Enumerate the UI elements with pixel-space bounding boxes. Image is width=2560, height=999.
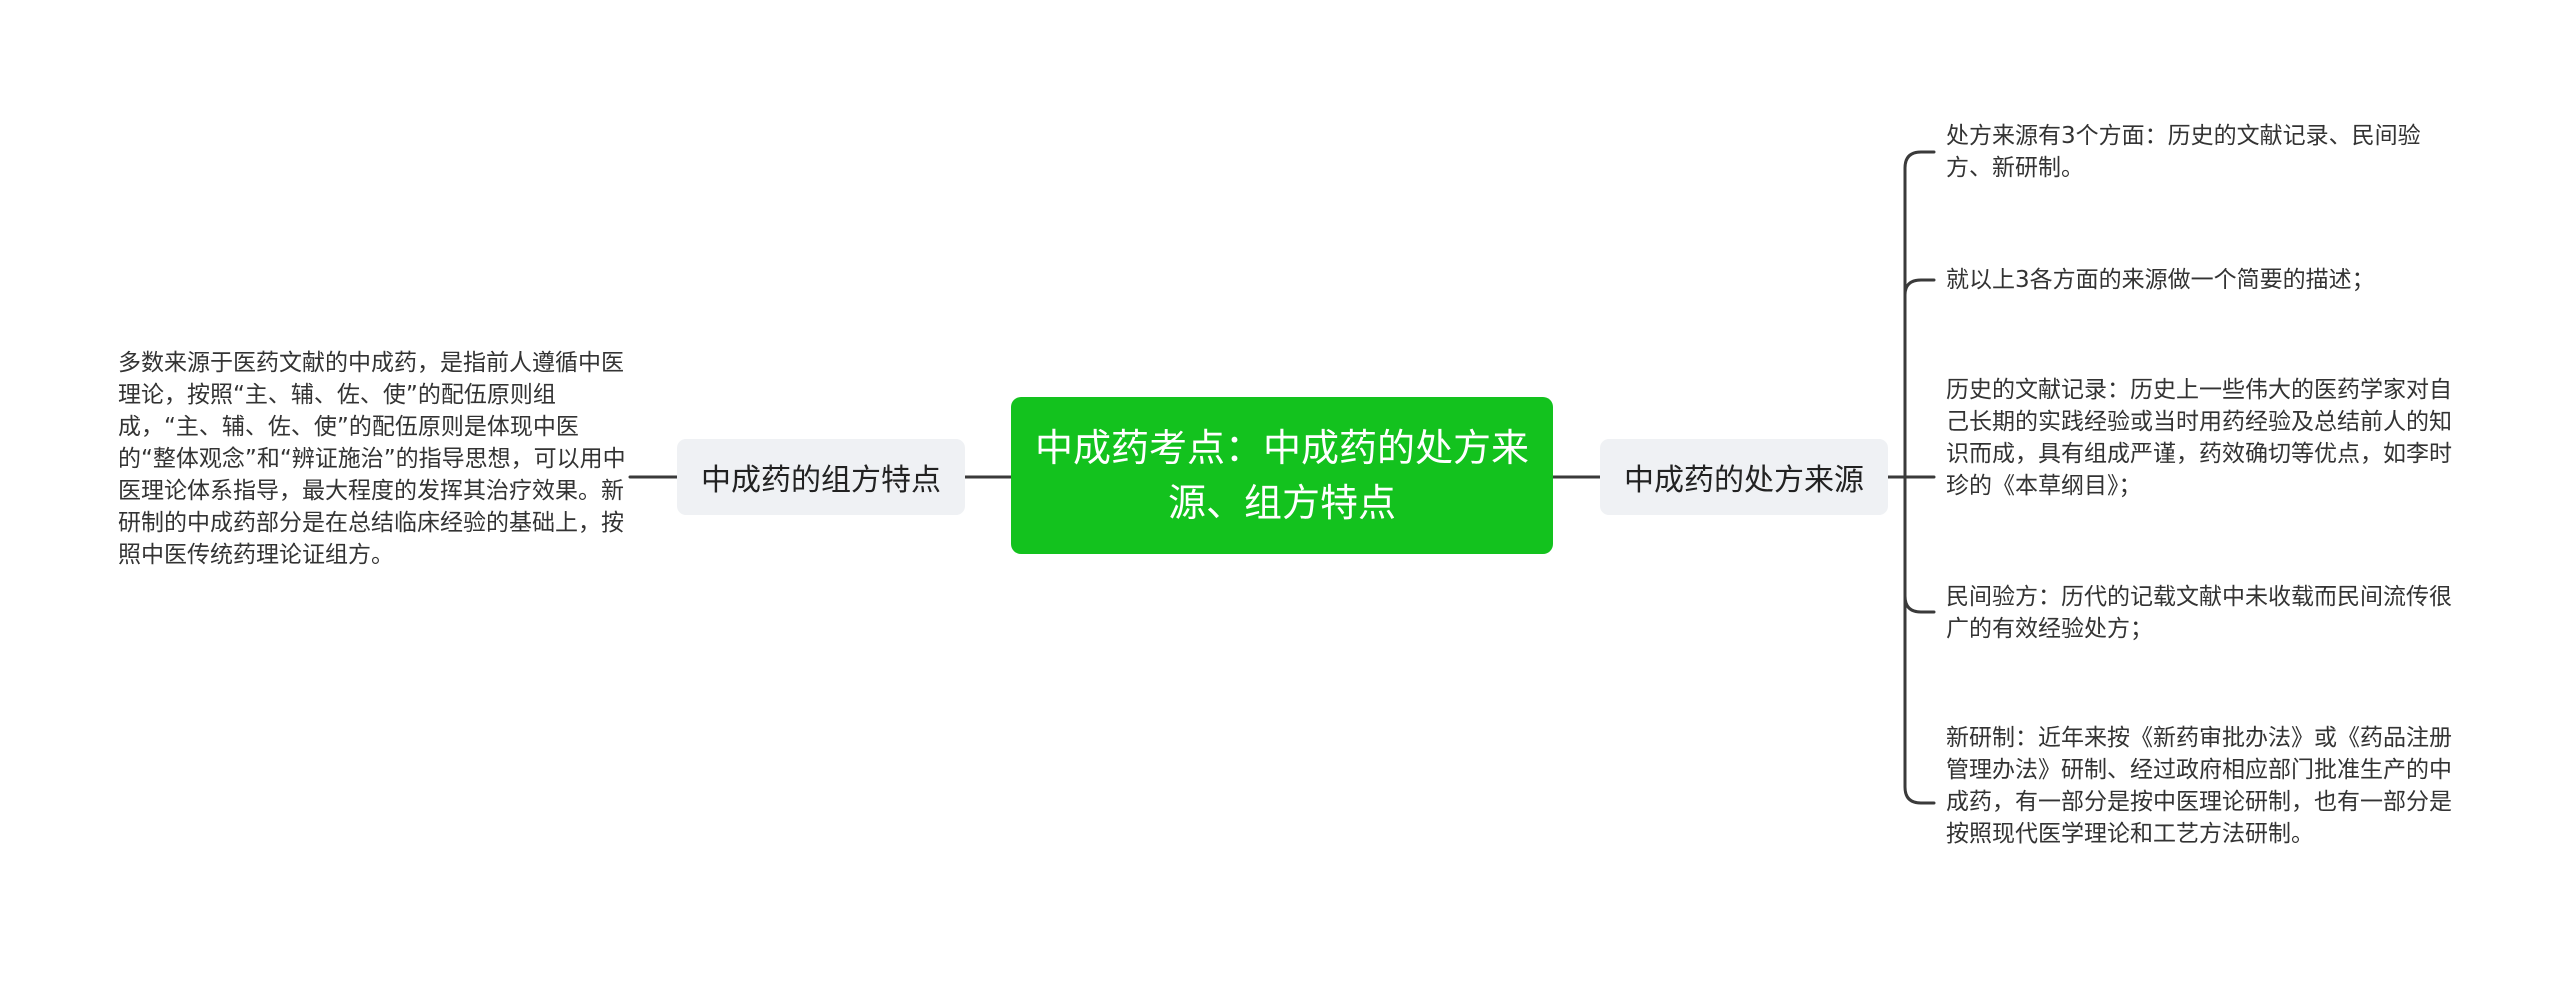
branch-node-formulation-label: 中成药的组方特点 (701, 463, 941, 498)
connector-right-leaf-4 (1903, 594, 1936, 614)
root-node[interactable]: 中成药考点：中成药的处方来源、组方特点 (1011, 397, 1553, 554)
connector-right-spine-lower (1903, 475, 1936, 805)
branch-node-prescription-source[interactable]: 中成药的处方来源 (1600, 439, 1888, 515)
root-node-label: 中成药考点：中成药的处方来源、组方特点 (1034, 425, 1529, 525)
branch-node-formulation[interactable]: 中成药的组方特点 (677, 439, 965, 515)
connector-right-leaf-2 (1903, 278, 1936, 297)
leaf-formulation-detail: 多数来源于医药文献的中成药，是指前人遵循中医理论，按照“主、辅、佐、使”的配伍原… (118, 350, 626, 568)
branch-node-prescription-source-label: 中成药的处方来源 (1624, 463, 1864, 498)
leaf-source-new-development: 新研制：近年来按《新药审批办法》或《药品注册管理办法》研制、经过政府相应部门批准… (1946, 725, 2452, 847)
leaf-source-summary-note: 就以上3各方面的来源做一个简要的描述； (1946, 267, 2375, 293)
leaf-source-overview: 处方来源有3个方面：历史的文献记录、民间验方、新研制。 (1946, 123, 2421, 181)
leaf-source-historical-records: 历史的文献记录：历史上一些伟大的医药学家对自己长期的实践经验或当时用药经验及总结… (1946, 377, 2452, 499)
connector-right-spine (1903, 150, 1936, 479)
leaf-source-folk-prescriptions: 民间验方：历代的记载文献中未收载而民间流传很广的有效经验处方； (1946, 584, 2452, 642)
